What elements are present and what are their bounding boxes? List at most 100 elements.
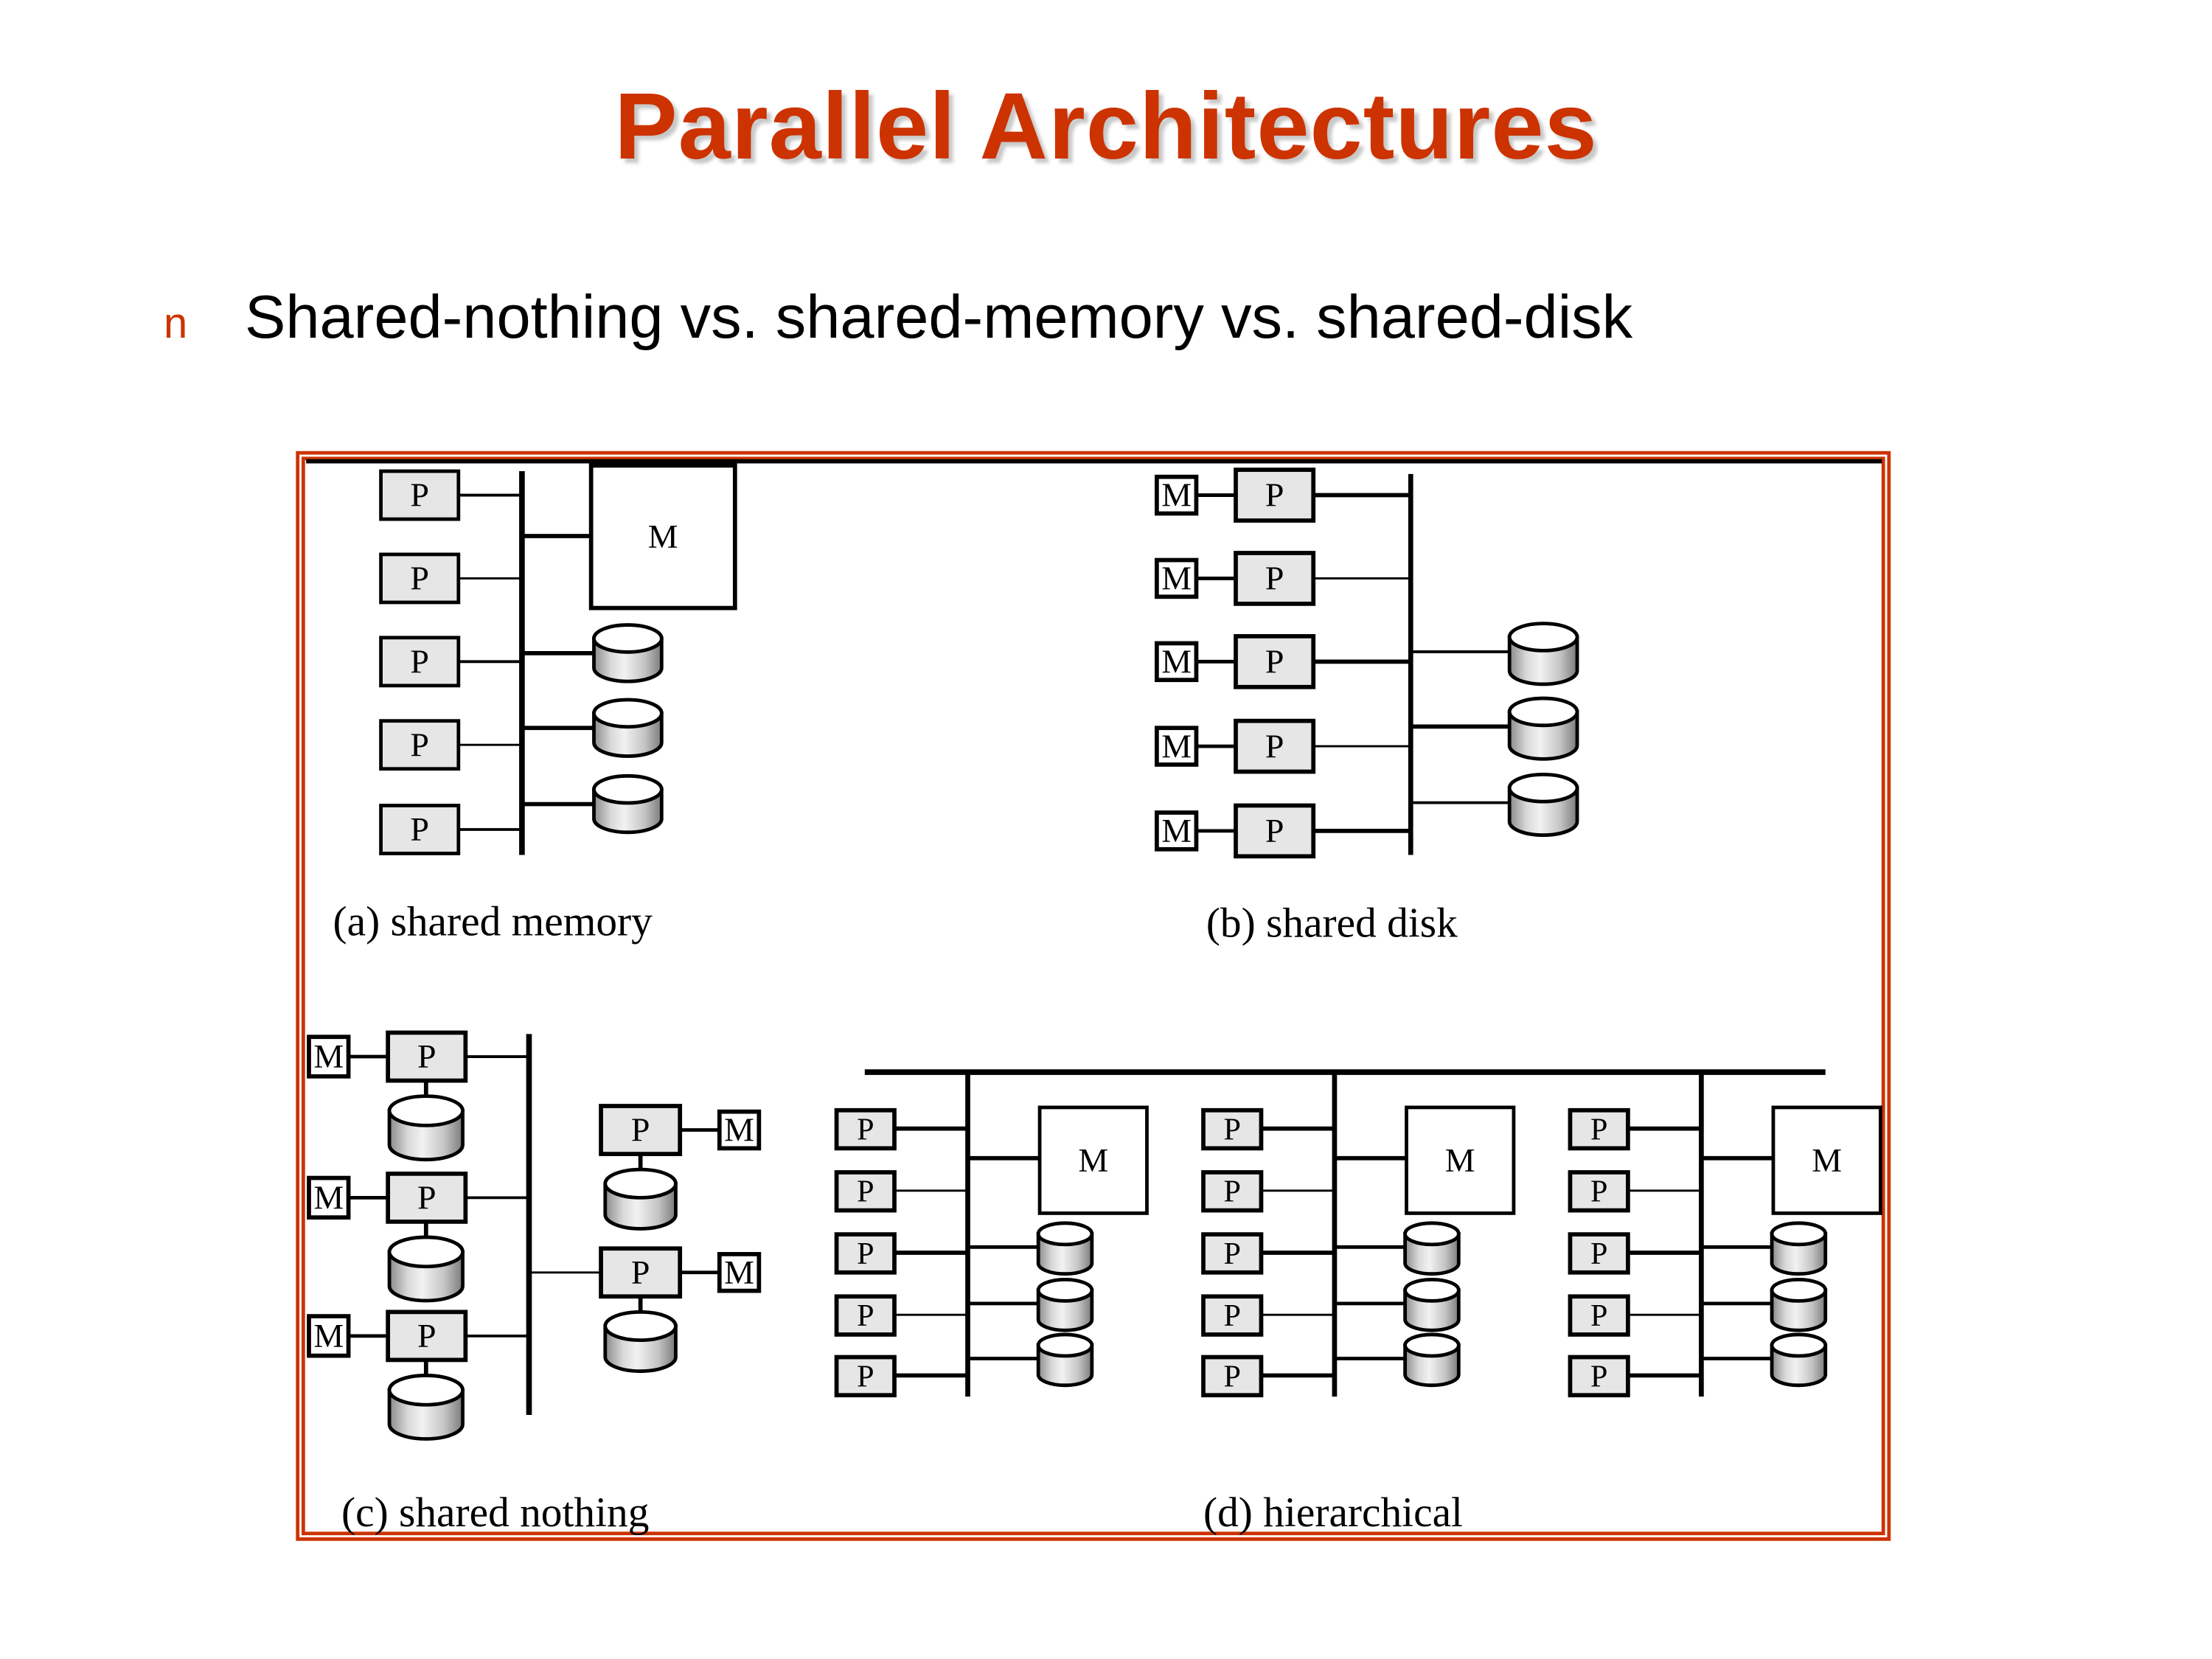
processor-box-label: P [857,1112,874,1147]
disk-icon [603,1310,678,1374]
processor-box-label: P [410,642,429,680]
processor-box: P [1201,1232,1264,1275]
processor-box-label: P [1265,642,1284,680]
processor-box: P [834,1232,897,1275]
processor-box: P [1234,718,1316,774]
processor-box-label: P [857,1237,874,1271]
disk-icon [1403,1277,1461,1332]
processor-box: P [379,552,461,605]
processor-box: P [834,1354,897,1398]
memory-box: M [1155,641,1199,683]
bullet-item: n Shared-nothing vs. shared-memory vs. s… [164,282,1632,352]
processor-box: P [1234,803,1316,859]
processor-box-label: P [1590,1237,1607,1271]
memory-box-label: M [724,1253,754,1291]
memory-box-label: M [313,1037,344,1075]
processor-box: P [599,1104,683,1156]
processor-box: P [1234,634,1316,689]
processor-box-label: P [410,810,429,848]
processor-box: P [1201,1107,1264,1151]
processor-box-label: P [1590,1175,1607,1209]
disk-icon [1507,772,1579,838]
processor-box-label: P [631,1253,650,1291]
memory-box: M [307,1314,351,1358]
disk-icon [1036,1221,1094,1276]
processor-box: P [834,1294,897,1337]
memory-box: M [1771,1105,1882,1215]
memory-box-label: M [1078,1141,1108,1179]
memory-box: M [1155,726,1199,767]
processor-box: P [386,1310,468,1363]
processor-box-label: P [1590,1359,1607,1394]
caption-hierarchical: (d) hierarchical [1203,1489,1463,1536]
processor-box-label: P [417,1037,437,1075]
memory-box: M [588,463,737,611]
memory-box-label: M [1812,1141,1842,1179]
memory-box-label: M [313,1179,344,1217]
processor-box: P [1568,1232,1630,1275]
disk-icon [592,698,664,758]
processor-box-label: P [1224,1359,1241,1394]
panel-shared-nothing: M P M P M P P M P M [307,1030,762,1441]
processor-box-label: P [1590,1112,1607,1147]
memory-box: M [1155,474,1199,516]
processor-box: P [1234,467,1316,523]
disk-icon [1036,1277,1094,1332]
processor-box: P [379,804,461,855]
disk-icon [1507,622,1579,686]
processor-box-label: P [410,560,429,597]
memory-box: M [717,1109,762,1151]
bullet-text: Shared-nothing vs. shared-memory vs. sha… [245,282,1633,351]
processor-box-label: P [631,1111,650,1149]
memory-box: M [1155,557,1199,599]
memory-box-label: M [1161,476,1192,514]
disk-icon [387,1374,465,1441]
processor-box: P [1201,1294,1264,1337]
disk-icon [1770,1277,1828,1332]
figure-frame [296,451,1891,1541]
panel-shared-disk: M P M P M P M P M P [1155,467,1579,859]
disk-icon [387,1235,465,1303]
processor-box: P [834,1170,897,1213]
processor-box: P [1568,1294,1630,1337]
processor-box: P [1568,1170,1630,1213]
processor-box-label: P [417,1317,437,1354]
processor-box-label: P [1224,1237,1241,1271]
disk-icon [1770,1332,1828,1388]
bullet-marker-icon: n [164,299,188,347]
disk-icon [1770,1221,1828,1276]
processor-box: P [386,1171,468,1224]
processor-box: P [1201,1354,1264,1398]
memory-box: M [1405,1105,1516,1215]
processor-box-label: P [1265,476,1284,514]
processor-box: P [379,719,461,771]
memory-box: M [1037,1105,1149,1215]
caption-shared-disk: (b) shared disk [1206,900,1458,946]
processor-box-label: P [410,726,429,763]
disk-icon [387,1094,465,1162]
processor-box-label: P [1265,727,1284,765]
memory-box: M [307,1175,351,1220]
processor-box: P [1568,1354,1630,1398]
memory-box: M [307,1034,351,1079]
processor-box-label: P [1265,560,1284,597]
disk-icon [592,773,664,835]
memory-box-label: M [1161,560,1192,597]
processor-box-label: P [1590,1298,1607,1333]
processor-box: P [379,469,461,521]
memory-box-label: M [1161,812,1192,849]
processor-box-label: P [857,1175,874,1209]
memory-box: M [1155,810,1199,852]
processor-box-label: P [1224,1298,1241,1333]
disk-icon [603,1167,678,1231]
memory-box-label: M [724,1111,754,1149]
memory-box-label: M [1161,727,1192,765]
processor-box: P [386,1030,468,1083]
processor-box-label: P [410,476,429,514]
disk-icon [1403,1332,1461,1388]
